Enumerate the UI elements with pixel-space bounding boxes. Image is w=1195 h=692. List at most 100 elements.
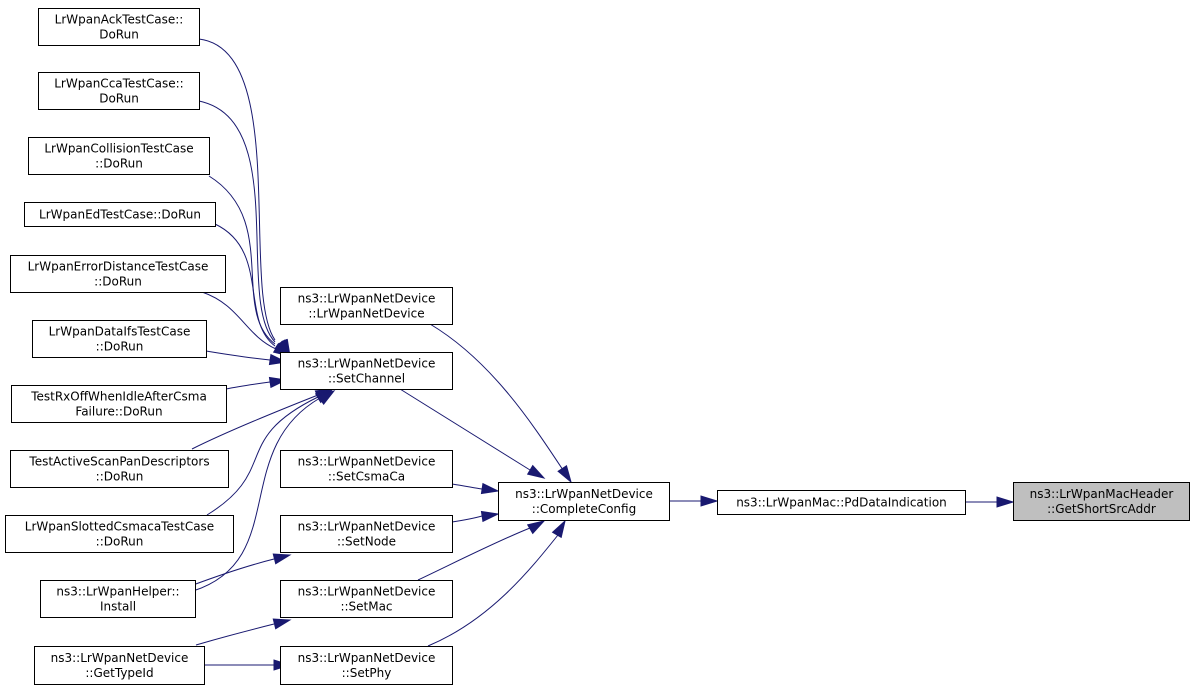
edge-setmac-to-completeconfig: [417, 520, 546, 581]
edge-setchannel-to-completeconfig: [399, 388, 546, 479]
node-label-line: ::SetChannel: [328, 372, 405, 386]
arrowhead: [480, 510, 500, 523]
node-setmac[interactable]: ns3::LrWpanNetDevice::SetMac: [280, 580, 453, 618]
node-label-line: ns3::LrWpanNetDevice: [298, 651, 436, 665]
node-activescan[interactable]: TestActiveScanPanDescriptors::DoRun: [10, 450, 229, 488]
node-label-line: LrWpanCcaTestCase::: [54, 77, 183, 91]
node-setnode[interactable]: ns3::LrWpanNetDevice::SetNode: [280, 515, 453, 553]
arrowhead: [996, 496, 1015, 508]
edge-line: [225, 381, 271, 390]
node-box: [32, 320, 207, 358]
edge-setnode-to-completeconfig: [451, 510, 500, 523]
node-label-line: ns3::LrWpanNetDevice: [298, 585, 436, 599]
arrowhead: [526, 520, 546, 535]
node-box: [28, 137, 210, 175]
node-dataifs[interactable]: LrWpanDataIfsTestCase::DoRun: [32, 320, 207, 358]
arrowhead: [317, 390, 336, 406]
edge-rxoff-to-setchannel: [225, 376, 288, 390]
node-label-line: ::GetShortSrcAddr: [1047, 502, 1156, 516]
arrowhead: [700, 495, 719, 507]
node-label-line: TestRxOffWhenIdleAfterCsma: [30, 390, 207, 404]
edge-line: [417, 527, 531, 581]
edge-ed-to-setchannel: [214, 223, 292, 358]
node-box: [24, 202, 216, 227]
node-label-line: ns3::LrWpanNetDevice: [515, 487, 653, 501]
node-label-line: ::LrWpanNetDevice: [308, 307, 424, 321]
edge-line: [427, 534, 559, 647]
arrowhead: [480, 482, 500, 495]
node-box: [1013, 482, 1190, 521]
node-getshortsrc[interactable]: ns3::LrWpanMacHeader::GetShortSrcAddr: [1013, 482, 1190, 521]
node-box: [280, 580, 453, 618]
node-label-line: LrWpanDataIfsTestCase: [49, 325, 191, 339]
node-label-line: LrWpanErrorDistanceTestCase: [28, 260, 209, 274]
node-helper[interactable]: ns3::LrWpanHelper::Install: [40, 580, 196, 618]
edge-line: [192, 397, 321, 592]
node-box: [38, 8, 200, 46]
node-setcsmaca[interactable]: ns3::LrWpanNetDevice::SetCsmaCa: [280, 450, 453, 488]
edge-helper-to-setnode: [192, 553, 292, 586]
node-label-line: ::DoRun: [94, 275, 142, 289]
node-gettypeid[interactable]: ns3::LrWpanNetDevice::GetTypeId: [34, 646, 205, 685]
node-ack[interactable]: LrWpanAckTestCase::DoRun: [38, 8, 200, 46]
edge-setcsmaca-to-completeconfig: [451, 482, 500, 495]
node-label-line: ns3::LrWpanNetDevice: [298, 520, 436, 534]
edge-line: [429, 323, 564, 471]
node-box: [34, 646, 205, 685]
node-label-line: ::DoRun: [96, 470, 144, 484]
node-ctor[interactable]: ns3::LrWpanNetDevice::LrWpanNetDevice: [280, 287, 453, 325]
arrowhead: [526, 464, 546, 479]
node-pddata[interactable]: ns3::LrWpanMac::PdDataIndication: [717, 490, 966, 515]
node-label-line: ::DoRun: [96, 340, 144, 354]
edge-line: [191, 394, 319, 450]
node-errdist[interactable]: LrWpanErrorDistanceTestCase::DoRun: [10, 255, 226, 293]
node-box: [280, 450, 453, 488]
node-label-line: ns3::LrWpanHelper::: [56, 585, 179, 599]
node-label-line: TestActiveScanPanDescriptors: [28, 455, 209, 469]
edge-line: [192, 558, 275, 586]
node-label-line: ns3::LrWpanNetDevice: [51, 651, 189, 665]
edge-line: [198, 100, 276, 343]
node-collision[interactable]: LrWpanCollisionTestCase::DoRun: [28, 137, 210, 175]
edge-dataifs-to-setchannel: [205, 350, 288, 366]
node-ed[interactable]: LrWpanEdTestCase::DoRun: [24, 202, 216, 227]
edge-pddata-to-getshortsrc: [965, 496, 1015, 508]
node-box: [10, 255, 226, 293]
node-label-line: ns3::LrWpanMacHeader: [1030, 487, 1174, 501]
node-cca[interactable]: LrWpanCcaTestCase::DoRun: [38, 72, 200, 110]
node-label-line: LrWpanCollisionTestCase: [44, 142, 193, 156]
node-label-line: LrWpanEdTestCase::DoRun: [39, 208, 201, 222]
node-slotted[interactable]: LrWpanSlottedCsmacaTestCase::DoRun: [5, 515, 234, 553]
node-label-line: ::DoRun: [96, 535, 144, 549]
node-label-line: ::DoRun: [95, 157, 143, 171]
arrowhead: [272, 553, 292, 565]
edge-line: [399, 388, 531, 471]
edge-line: [214, 223, 276, 347]
edge-ack-to-setchannel: [198, 38, 291, 358]
edge-line: [201, 291, 277, 350]
node-setphy[interactable]: ns3::LrWpanNetDevice::SetPhy: [280, 646, 453, 685]
node-label-line: DoRun: [99, 92, 139, 106]
node-label-line: ns3::LrWpanNetDevice: [298, 357, 436, 371]
edge-line: [451, 515, 483, 523]
edge-setphy-to-completeconfig: [427, 519, 566, 647]
node-setchannel[interactable]: ns3::LrWpanNetDevice::SetChannel: [280, 352, 453, 390]
edge-completeconfig-to-pddata: [669, 495, 719, 507]
node-box: [38, 72, 200, 110]
node-label-line: DoRun: [99, 28, 139, 42]
node-label-line: ::GetTypeId: [85, 666, 153, 680]
node-box: [280, 646, 453, 685]
edge-ctor-to-completeconfig: [429, 323, 572, 484]
node-label-line: ns3::LrWpanNetDevice: [298, 455, 436, 469]
node-box: [280, 287, 453, 325]
edge-gettypeid-to-setphy: [204, 659, 292, 671]
node-box: [280, 515, 453, 553]
edge-errdist-to-setchannel: [201, 291, 292, 357]
node-completeconfig[interactable]: ns3::LrWpanNetDevice::CompleteConfig: [498, 482, 670, 521]
node-label-line: ns3::LrWpanMac::PdDataIndication: [736, 496, 947, 510]
edge-line: [451, 483, 483, 490]
node-label-line: Install: [100, 600, 136, 614]
node-box: [11, 385, 227, 423]
node-label-line: ::SetMac: [340, 600, 392, 614]
